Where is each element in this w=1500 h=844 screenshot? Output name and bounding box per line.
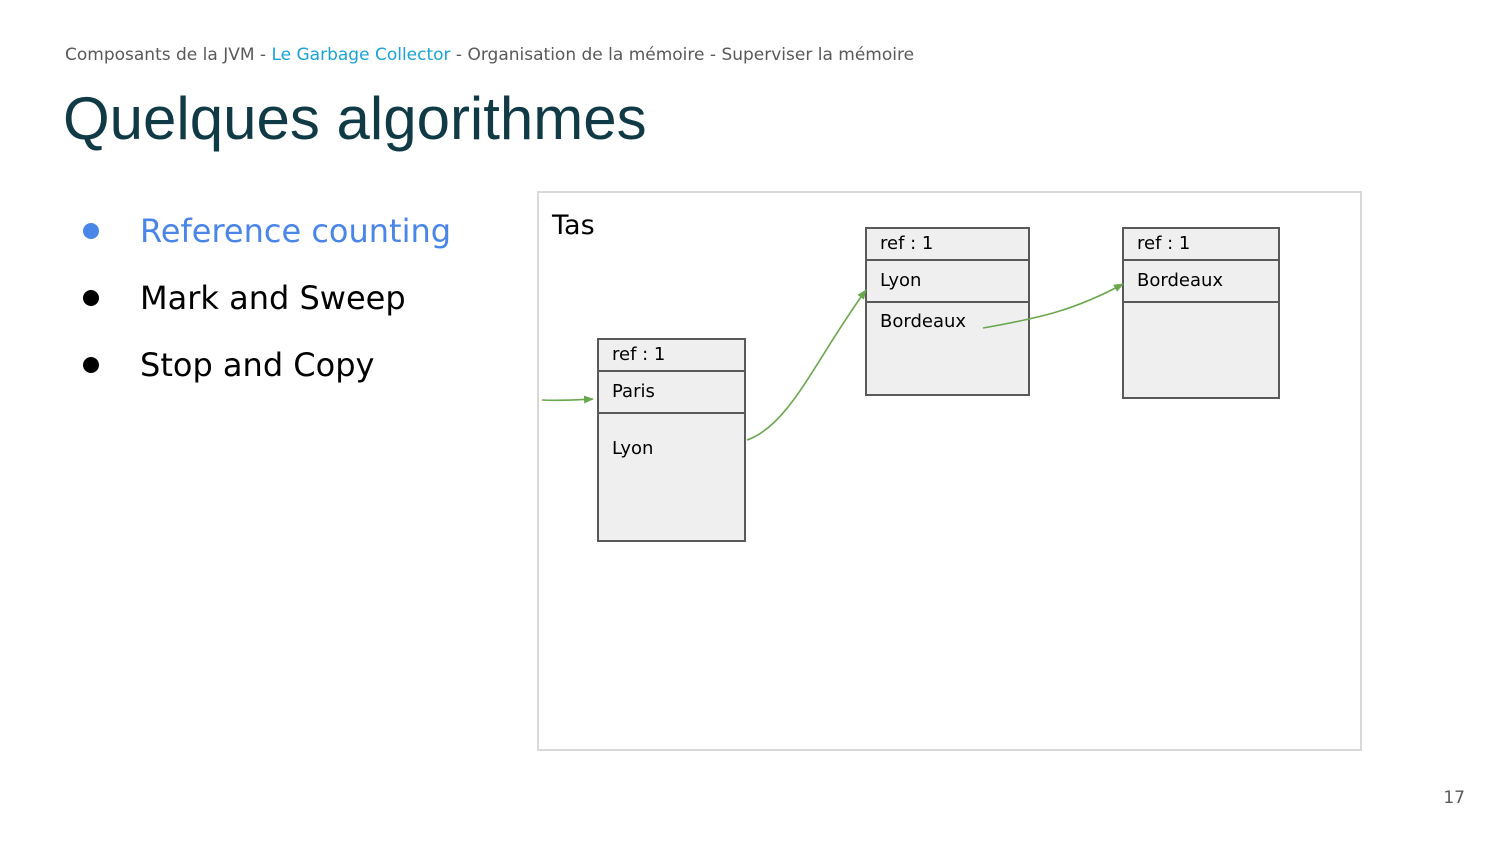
breadcrumb-separator: - [254, 45, 272, 65]
object-field: Bordeaux [867, 301, 1028, 341]
object-field: Lyon [599, 412, 744, 486]
heap-object-bordeaux: ref : 1 Bordeaux [1122, 227, 1280, 399]
heap-object-lyon: ref : 1 Lyon Bordeaux [865, 227, 1030, 396]
page-number: 17 [1443, 788, 1465, 808]
breadcrumb-item-jvm-components[interactable]: Composants de la JVM [65, 45, 255, 65]
object-ref-count: ref : 1 [1137, 233, 1191, 254]
bullet-dot-icon [83, 357, 99, 373]
object-ref-count: ref : 1 [612, 344, 666, 365]
object-name: Paris [599, 370, 744, 412]
algorithm-list: Reference counting Mark and Sweep Stop a… [80, 205, 451, 406]
heap-object-paris: ref : 1 Paris Lyon [597, 338, 746, 542]
bullet-dot-icon [83, 290, 99, 306]
breadcrumb-separator: - [704, 45, 722, 65]
object-ref-count: ref : 1 [880, 233, 934, 254]
breadcrumb-item-memory-organisation[interactable]: Organisation de la mémoire [467, 45, 705, 65]
breadcrumb-separator: - [450, 45, 468, 65]
lyon-to-bordeaux-arrow [982, 283, 1124, 329]
list-item-label: Stop and Copy [140, 346, 375, 384]
list-item-reference-counting: Reference counting [80, 205, 451, 272]
root-reference-arrow [541, 395, 594, 404]
list-item-mark-and-sweep: Mark and Sweep [80, 272, 451, 339]
list-item-label: Reference counting [140, 212, 452, 250]
breadcrumb-item-memory-supervision[interactable]: Superviser la mémoire [721, 45, 915, 65]
object-name: Lyon [867, 259, 1028, 301]
list-item-stop-and-copy: Stop and Copy [80, 339, 451, 406]
bullet-dot-icon [83, 223, 99, 239]
slide-title: Quelques algorithmes [63, 85, 647, 152]
heap-label: Tas [552, 210, 595, 241]
paris-to-lyon-arrow [746, 289, 867, 441]
object-field [1124, 301, 1278, 341]
list-item-label: Mark and Sweep [140, 279, 406, 317]
breadcrumb-item-garbage-collector[interactable]: Le Garbage Collector [271, 45, 451, 65]
object-name: Bordeaux [1124, 259, 1278, 301]
heap-frame [537, 191, 1362, 751]
breadcrumb: Composants de la JVM - Le Garbage Collec… [65, 45, 914, 65]
